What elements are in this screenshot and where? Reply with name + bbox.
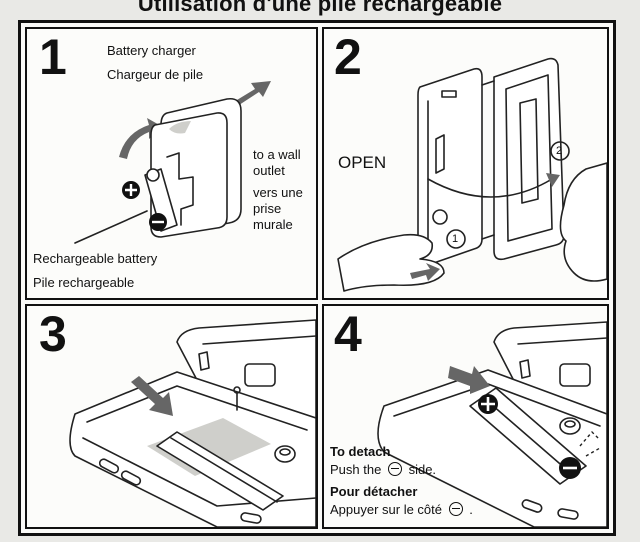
detach-text-fr-post: . [469, 502, 473, 517]
detach-title-fr: Pour détacher [330, 484, 418, 499]
step-number: 3 [39, 306, 67, 362]
detach-title-en: To detach [330, 444, 391, 459]
outlet-label-fr-2: prise [253, 201, 282, 216]
detach-instruction-fr: Appuyer sur le côté . [330, 502, 473, 518]
detach-battery-illustration [377, 321, 607, 527]
open-label: OPEN [338, 153, 387, 172]
step-number: 1 [39, 29, 67, 85]
outlet-label-fr-3: murale [253, 217, 293, 232]
detach-text-en-pre: Push the [330, 462, 382, 477]
outlet-label-en-1: to a wall [253, 147, 301, 162]
step-4-panel: 4 To [322, 304, 609, 529]
minus-side-icon [387, 462, 402, 476]
outlet-label-fr-1: vers une [253, 185, 303, 200]
step-3-panel: 3 [25, 304, 318, 529]
charger-label-en: Battery charger [107, 43, 196, 58]
open-player-illustration [337, 57, 607, 292]
step-1-panel: 1 Battery charger Chargeur d [25, 27, 318, 300]
detach-instruction-en: Push the side. [330, 462, 436, 478]
charger-illustration [74, 81, 271, 244]
insert-battery-illustration [69, 319, 316, 527]
step-number: 4 [334, 306, 362, 362]
step-marker-1: 1 [452, 233, 459, 245]
detach-text-en-post: side. [408, 462, 437, 477]
step-2-panel: 2 OPEN 1 2 [322, 27, 609, 300]
outlet-label-en-2: outlet [253, 163, 285, 178]
step-marker-2: 2 [556, 145, 563, 157]
step-number: 2 [334, 29, 362, 85]
instruction-frame: 1 Battery charger Chargeur d [18, 20, 616, 536]
page-title: Utilisation d'une pile rechargeable [137, 0, 503, 16]
detach-text-fr-pre: Appuyer sur le côté [330, 502, 443, 517]
battery-label-fr: Pile rechargeable [33, 275, 135, 290]
battery-label-en: Rechargeable battery [33, 251, 158, 266]
charger-label-fr: Chargeur de pile [107, 67, 204, 82]
minus-side-icon [448, 502, 463, 516]
page-title-strip: Utilisation d'une pile rechargeable [0, 0, 640, 20]
